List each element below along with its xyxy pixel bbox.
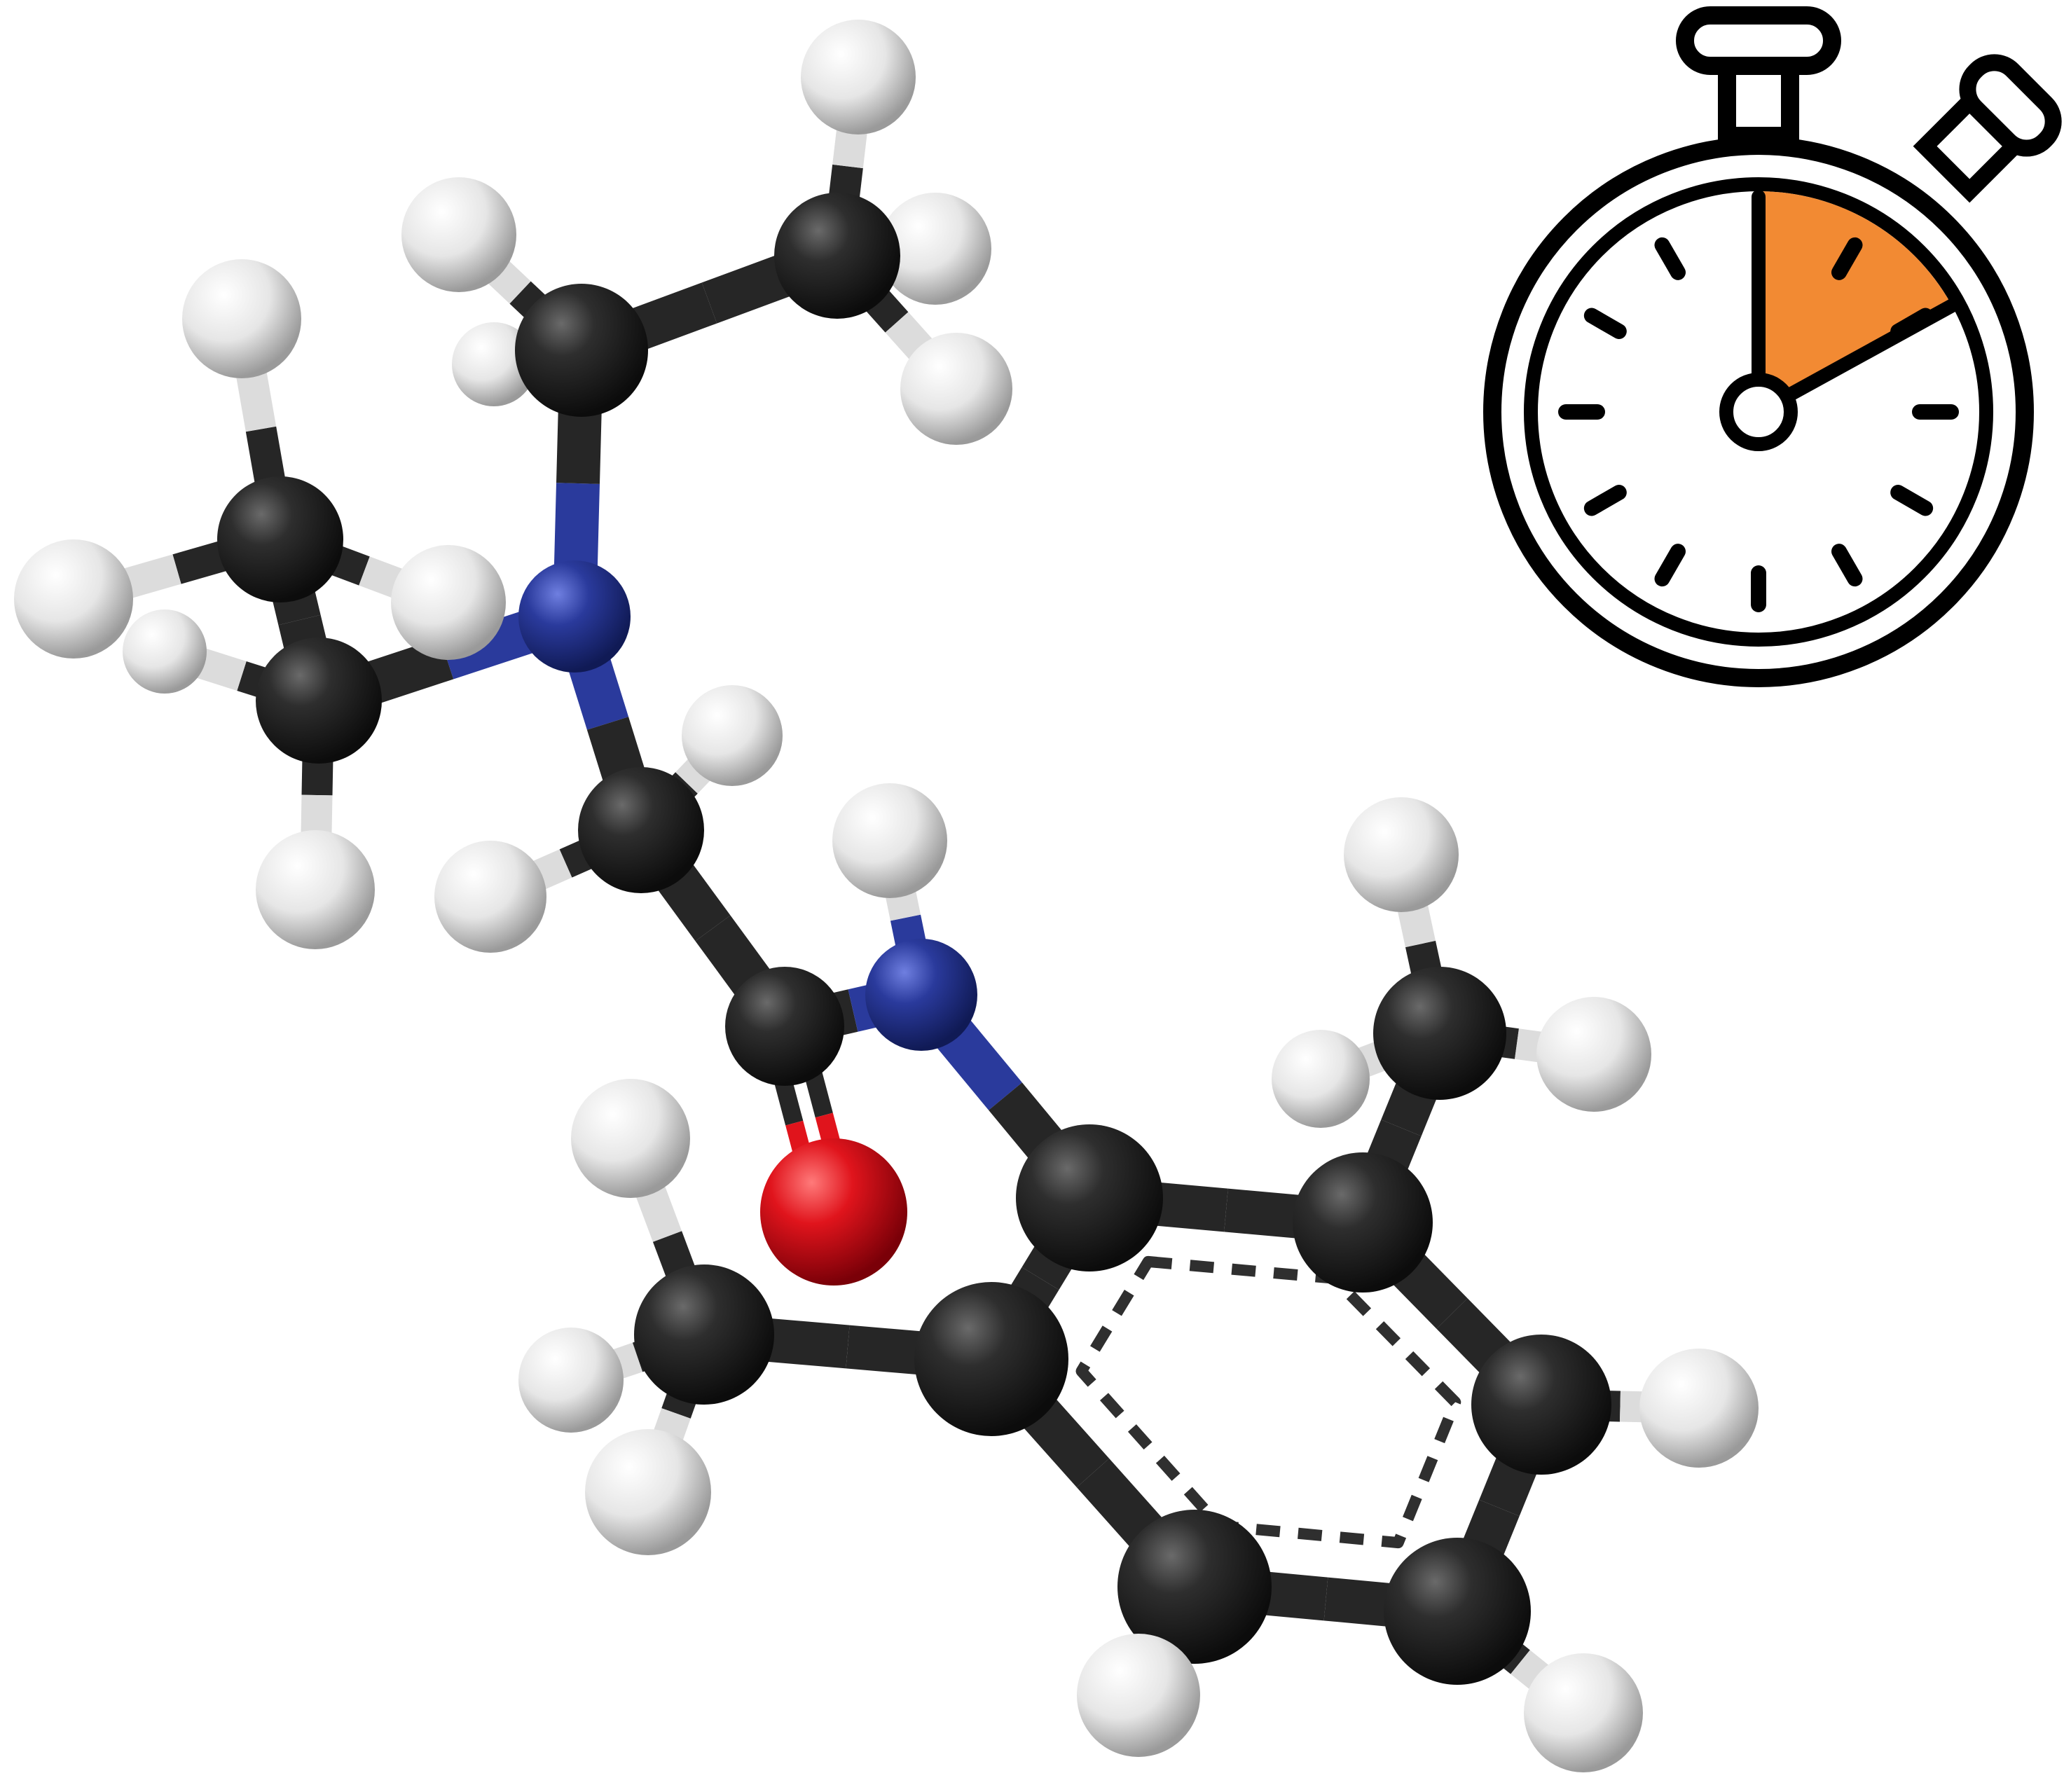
stopwatch-hub <box>1719 373 1798 451</box>
stopwatch-tick-12 <box>1654 237 1686 280</box>
hydrogen-atom-h4 <box>401 177 516 292</box>
hydrogen-atom-h10 <box>256 830 375 949</box>
carbon-atom-C_ar4 <box>1384 1538 1531 1685</box>
hydrogen-atom-h16 <box>1272 1030 1370 1128</box>
stopwatch-tick-9 <box>1583 485 1627 516</box>
hydrogen-atom-h15 <box>1536 997 1651 1112</box>
stopwatch-tick-6 <box>1831 544 1863 587</box>
carbon-atom-C_eth2a <box>217 476 343 602</box>
stopwatch-side-button <box>1913 54 2062 203</box>
carbon-atom-C_eth2b <box>256 637 382 764</box>
carbon-atom-C_me1 <box>634 1264 774 1405</box>
stopwatch-crown-stem <box>1718 57 1799 145</box>
hydrogen-atom-h2 <box>879 193 991 305</box>
stopwatch-tick-5 <box>1890 485 1934 516</box>
hydrogen-atom-h22 <box>585 1429 711 1555</box>
hydrogen-atom-h5 <box>452 322 536 406</box>
stopwatch-tick-11 <box>1583 308 1627 339</box>
oxygen-atom-O1 <box>760 1138 907 1286</box>
stopwatch-icon <box>1483 6 2062 687</box>
nitrogen-atom-N2 <box>865 939 977 1051</box>
molecule <box>14 20 1759 1772</box>
hydrogen-atom-h6 <box>182 259 301 378</box>
stopwatch-side-cap <box>1959 54 2062 157</box>
hydrogen-atom-h18 <box>1524 1653 1643 1772</box>
carbon-atom-C_ar5 <box>1117 1510 1272 1664</box>
hydrogen-atom-h7 <box>14 539 133 659</box>
hydrogen-atom-h9 <box>123 609 207 694</box>
nitrogen-atom-N1 <box>518 560 631 673</box>
hydrogen-atom-h1 <box>801 20 916 135</box>
carbon-atom-C_me2 <box>1373 967 1506 1100</box>
carbon-atom-C_ar1 <box>1016 1124 1163 1271</box>
carbon-atom-C_ar2 <box>1293 1152 1433 1293</box>
carbon-atom-C_ar3 <box>1471 1335 1611 1475</box>
hydrogen-atom-h3 <box>900 333 1012 445</box>
carbon-atom-C_carbonyl <box>725 967 844 1086</box>
hydrogen-atom-h13 <box>832 783 947 898</box>
atoms <box>14 20 1759 1772</box>
hydrogen-atom-h20 <box>571 1079 690 1198</box>
hydrogen-atom-h14 <box>1344 797 1459 912</box>
hydrogen-atom-h17 <box>1639 1349 1759 1468</box>
hydrogen-atom-h8 <box>391 545 506 660</box>
hydrogen-atom-h12 <box>434 841 546 953</box>
hydrogen-atom-h21 <box>518 1328 624 1433</box>
carbon-atom-C_ch2 <box>578 767 704 893</box>
stopwatch-tick-8 <box>1654 544 1686 587</box>
stopwatch-elapsed-wedge <box>1759 191 1953 412</box>
carbon-atom-C_ar6 <box>914 1282 1068 1436</box>
carbon-atom-C_eth1b <box>774 193 900 319</box>
carbon-atom-C_eth1a <box>515 284 648 417</box>
hydrogen-atom-h19 <box>1077 1634 1200 1757</box>
stopwatch-tick-2 <box>1831 237 1863 280</box>
hydrogen-atom-h11 <box>682 685 783 786</box>
